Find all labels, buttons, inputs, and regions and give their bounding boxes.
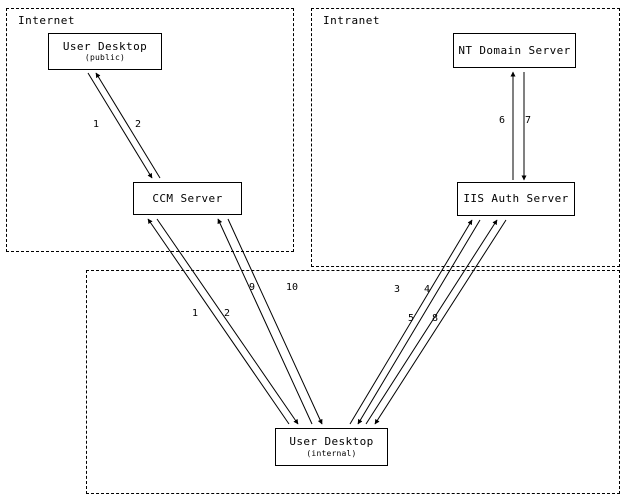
flow-step-label-8-iis-auth-server-to-user-desktop-internal: 8 (432, 313, 439, 324)
flow-step-label-2-ccm-server-to-user-desktop-internal: 2 (224, 308, 231, 319)
node-subtitle: (internal) (306, 448, 357, 458)
node-title: CCM Server (152, 191, 223, 205)
flow-step-label-1-user-desktop-public-to-ccm-server: 1 (93, 119, 100, 130)
flow-step-label-6-iis-auth-server-to-nt-domain-server: 6 (499, 115, 506, 126)
flow-step-label-1-user-desktop-internal-to-ccm-server: 1 (192, 308, 199, 319)
flow-step-label-10-ccm-server-to-user-desktop-internal: 10 (286, 282, 299, 293)
flow-step-label-5-user-desktop-internal-to-iis-auth-server: 5 (408, 313, 415, 324)
node-ccm-server[interactable]: CCM Server (133, 182, 242, 215)
zone-intranet-label: Intranet (323, 14, 380, 27)
flow-step-label-9-user-desktop-internal-to-ccm-server: 9 (249, 282, 256, 293)
node-iis-auth-server[interactable]: IIS Auth Server (457, 182, 575, 216)
flow-step-label-4-iis-auth-server-to-user-desktop-internal: 4 (424, 284, 431, 295)
node-user-desktop-internal[interactable]: User Desktop (internal) (275, 428, 388, 466)
node-title: User Desktop (62, 39, 148, 53)
flow-step-label-3-user-desktop-internal-to-iis-auth-server: 3 (394, 284, 401, 295)
flow-step-label-2-ccm-server-to-user-desktop-public: 2 (135, 119, 142, 130)
node-nt-domain-server[interactable]: NT Domain Server (453, 33, 576, 68)
node-user-desktop-public[interactable]: User Desktop (public) (48, 33, 162, 70)
node-title: NT Domain Server (458, 43, 571, 57)
flow-step-label-7-nt-domain-server-to-iis-auth-server: 7 (525, 115, 532, 126)
node-subtitle: (public) (84, 53, 126, 63)
node-title: IIS Auth Server (463, 192, 569, 206)
node-title: User Desktop (289, 435, 374, 449)
zone-internet-label: Internet (18, 14, 75, 27)
